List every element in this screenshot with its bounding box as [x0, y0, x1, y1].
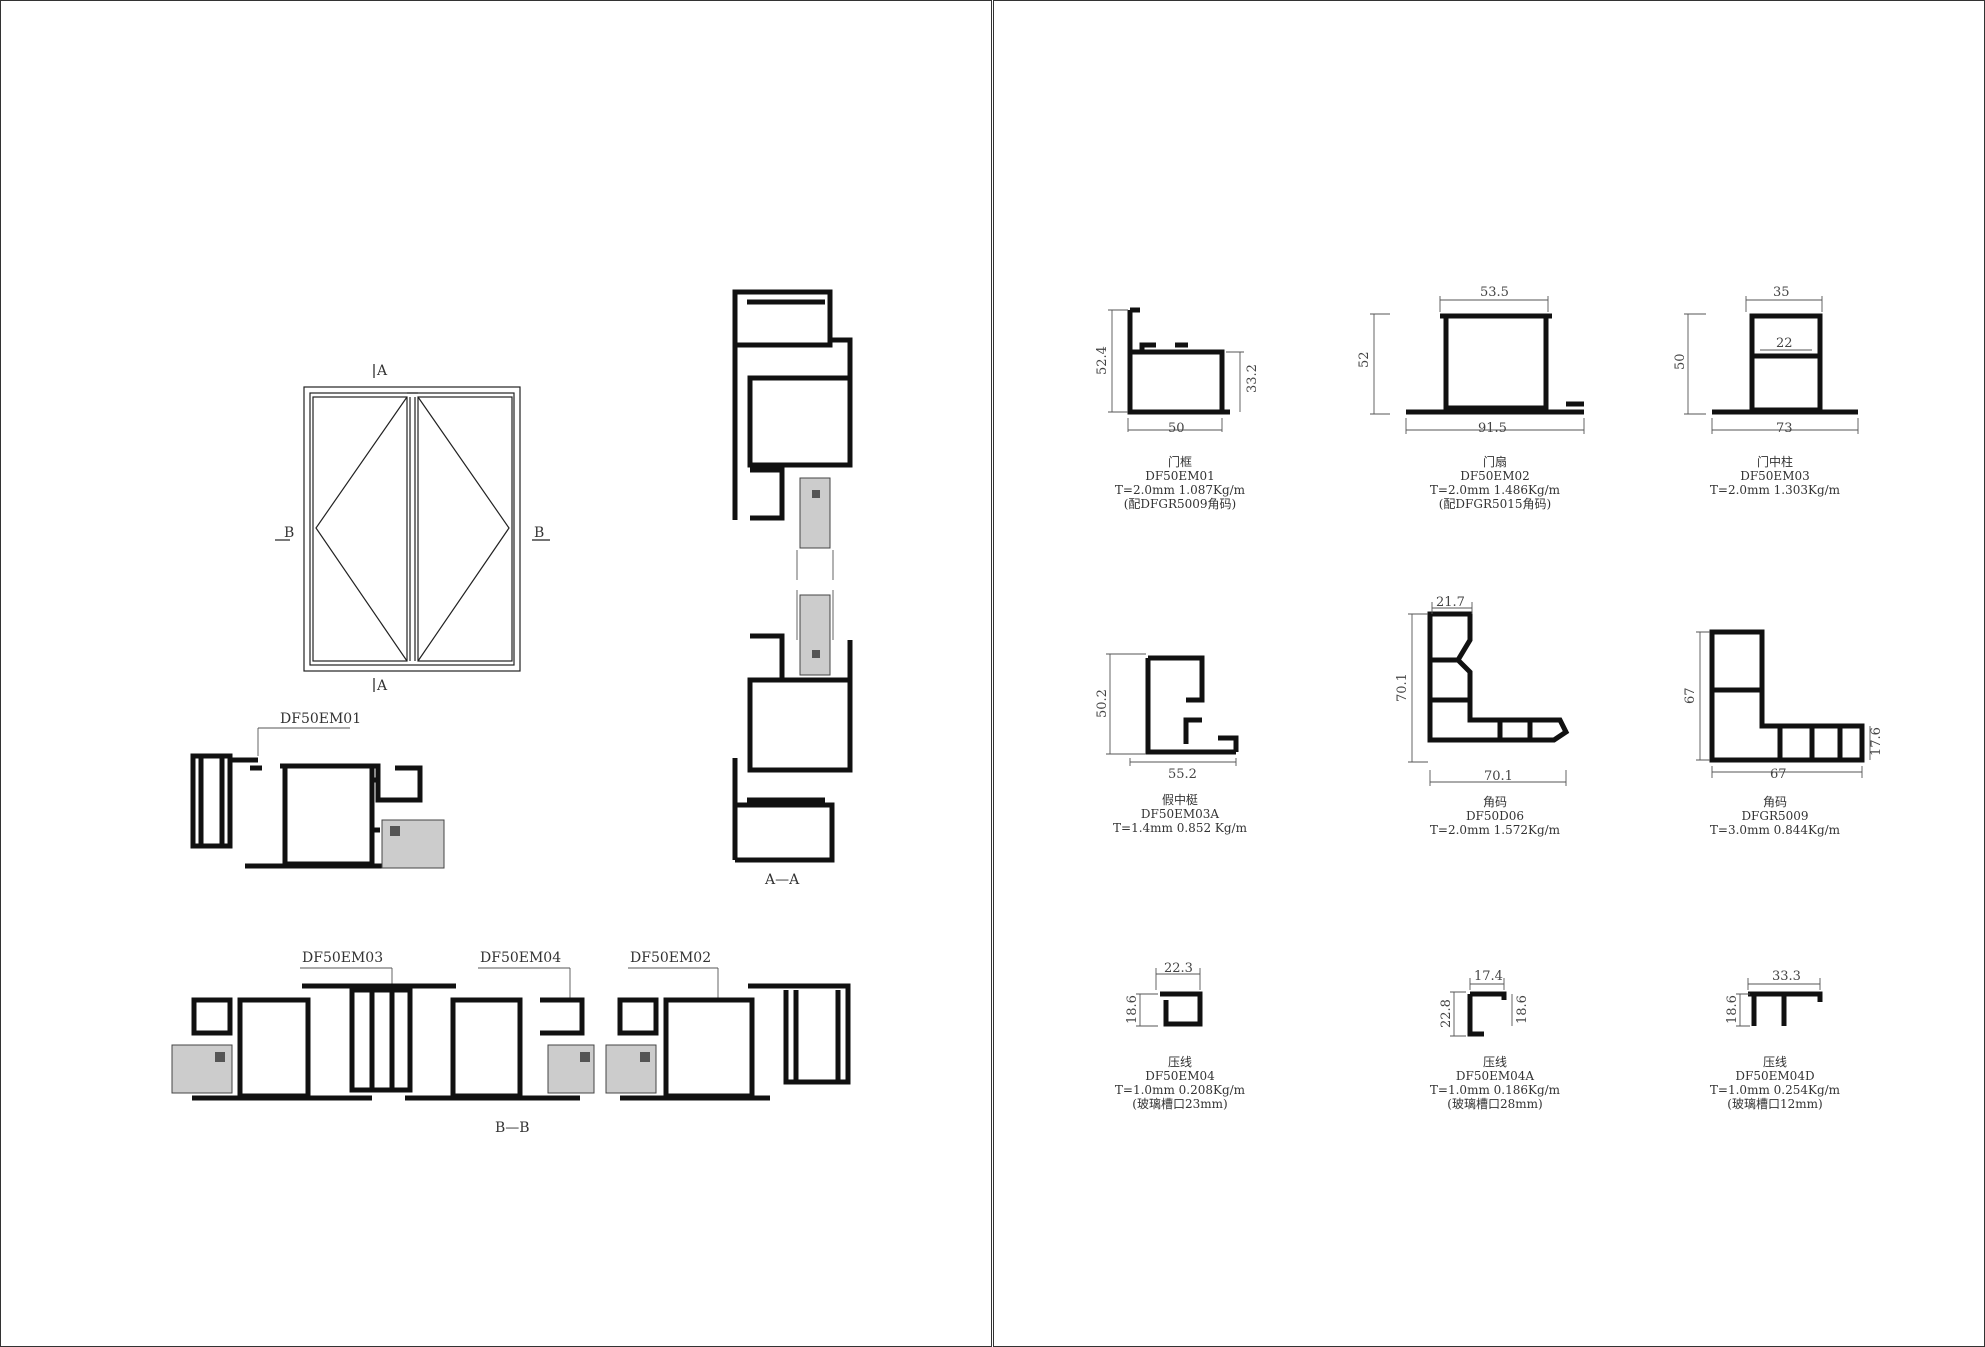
profile-spec-df50d06: T=2.0mm 1.572Kg/m	[1430, 823, 1561, 837]
profile-spec-df50em03a: T=1.4mm 0.852 Kg/m	[1113, 821, 1248, 835]
profile-df50em03: 35 22 50 73 门中柱 DF50EM03 T=2.0mm 1.303Kg…	[1673, 285, 1859, 497]
profile-spec-dfgr5009: T=3.0mm 0.844Kg/m	[1710, 823, 1841, 837]
dim-df50em04d-top: 33.3	[1772, 969, 1801, 984]
dim-df50em01-height: 52.4	[1095, 346, 1110, 375]
profile-name-df50em04: 压线	[1168, 1055, 1192, 1069]
profile-spec-df50em04d: T=1.0mm 0.254Kg/m	[1710, 1083, 1841, 1097]
profile-spec-df50em02: T=2.0mm 1.486Kg/m	[1430, 483, 1561, 497]
profile-code-df50em04: DF50EM04	[1145, 1069, 1215, 1083]
detail-frame-label: DF50EM01	[280, 711, 361, 727]
dim-df50em01-inner: 33.2	[1245, 364, 1260, 393]
dim-df50em04d-height: 18.6	[1725, 995, 1740, 1024]
profile-spec-df50em01: T=2.0mm 1.087Kg/m	[1115, 483, 1246, 497]
dim-df50em02-height: 52	[1357, 351, 1372, 368]
dim-df50em01-width: 50	[1168, 421, 1185, 436]
profile-spec-df50em04a: T=1.0mm 0.186Kg/m	[1430, 1083, 1561, 1097]
profile-note-df50em04d: (玻璃槽口12mm)	[1727, 1097, 1822, 1111]
dim-df50em04a-right: 18.6	[1515, 995, 1530, 1024]
profile-note-df50em04: (玻璃槽口23mm)	[1132, 1097, 1227, 1111]
section-aa-title: A—A	[764, 872, 800, 888]
profile-df50em04d: 33.3 18.6 压线 DF50EM04D T=1.0mm 0.254Kg/m…	[1710, 969, 1841, 1111]
dim-dfgr5009-width: 67	[1770, 767, 1787, 782]
profile-note-df50em01: (配DFGR5009角码)	[1124, 497, 1236, 511]
dim-df50d06-height: 70.1	[1395, 673, 1410, 702]
dim-df50em03-height: 50	[1673, 353, 1688, 370]
dim-df50em04a-top: 17.4	[1474, 969, 1503, 984]
section-mark-a-top: A	[376, 363, 388, 379]
section-mark-b-right: B	[534, 525, 544, 541]
profile-code-df50em03: DF50EM03	[1740, 469, 1810, 483]
right-drawing-sheet	[993, 0, 1985, 1347]
profile-df50em02: 53.5 52 91.5 门扇 DF50EM02 T=2.0mm 1.486Kg…	[1357, 285, 1585, 511]
profile-name-df50em01: 门框	[1168, 454, 1192, 469]
section-mark-a-bottom: A	[376, 678, 388, 694]
profile-code-df50em04a: DF50EM04A	[1456, 1069, 1535, 1083]
profile-name-df50d06: 角码	[1483, 795, 1507, 809]
section-bb-label-3: DF50EM02	[630, 950, 711, 966]
detail-frame-section: DF50EM01	[190, 711, 445, 869]
dim-df50d06-top: 21.7	[1436, 595, 1465, 610]
profile-df50em01: 52.4 33.2 50 门框 DF50EM01 T=2.0mm 1.087Kg…	[1095, 307, 1260, 511]
dim-df50em04-top: 22.3	[1164, 961, 1193, 976]
dim-df50em03-width: 73	[1776, 421, 1793, 436]
dim-dfgr5009-right: 17.6	[1869, 727, 1884, 756]
dim-dfgr5009-height: 67	[1683, 687, 1698, 704]
profile-df50d06: 21.7 70.1 70.1 角码 DF50D06 T=2.0mm 1.572K…	[1395, 595, 1570, 837]
profile-spec-df50em03: T=2.0mm 1.303Kg/m	[1710, 483, 1841, 497]
profile-code-df50em04d: DF50EM04D	[1735, 1069, 1814, 1083]
dim-df50em04-height: 18.6	[1125, 995, 1140, 1024]
profile-name-dfgr5009: 角码	[1763, 795, 1787, 809]
profile-name-df50em03a: 假中梃	[1162, 792, 1198, 807]
dim-df50d06-width: 70.1	[1484, 769, 1513, 784]
profile-code-df50em02: DF50EM02	[1460, 469, 1530, 483]
dim-df50em02-width: 91.5	[1478, 421, 1507, 436]
section-aa: A—A	[732, 289, 853, 888]
dim-df50em03a-height: 50.2	[1095, 689, 1110, 718]
dim-df50em03a-width: 55.2	[1168, 767, 1197, 782]
profile-code-df50em03a: DF50EM03A	[1141, 807, 1220, 821]
section-bb: DF50EM03 DF50EM04 DF50EM02 B—B	[171, 950, 851, 1136]
profile-df50em04: 22.3 18.6 压线 DF50EM04 T=1.0mm 0.208Kg/m …	[1115, 961, 1246, 1111]
profile-df50em04a: 17.4 22.8 18.6 压线 DF50EM04A T=1.0mm 0.18…	[1430, 969, 1561, 1111]
section-bb-label-2: DF50EM04	[480, 950, 561, 966]
profile-name-df50em03: 门中柱	[1757, 454, 1793, 469]
section-bb-title: B—B	[495, 1120, 530, 1136]
door-elevation: A A B B	[275, 363, 550, 694]
dim-df50em03-inner: 22	[1776, 336, 1793, 351]
section-bb-label-1: DF50EM03	[302, 950, 383, 966]
section-mark-b-left: B	[284, 525, 294, 541]
profile-note-df50em04a: (玻璃槽口28mm)	[1447, 1097, 1542, 1111]
profile-note-df50em02: (配DFGR5015角码)	[1439, 497, 1551, 511]
profile-name-df50em04d: 压线	[1763, 1055, 1787, 1069]
profile-name-df50em02: 门扇	[1483, 454, 1507, 469]
dim-df50em04a-left: 22.8	[1439, 999, 1454, 1028]
profile-code-dfgr5009: DFGR5009	[1741, 809, 1808, 823]
dim-df50em02-top: 53.5	[1480, 285, 1509, 300]
profile-dfgr5009: 67 17.6 67 角码 DFGR5009 T=3.0mm 0.844Kg/m	[1683, 629, 1884, 837]
profile-spec-df50em04: T=1.0mm 0.208Kg/m	[1115, 1083, 1246, 1097]
profile-df50em03a: 50.2 55.2 假中梃 DF50EM03A T=1.4mm 0.852 Kg…	[1095, 653, 1248, 835]
profile-code-df50d06: DF50D06	[1466, 809, 1524, 823]
dim-df50em03-top: 35	[1773, 285, 1790, 300]
profile-name-df50em04a: 压线	[1483, 1055, 1507, 1069]
profile-code-df50em01: DF50EM01	[1145, 469, 1215, 483]
